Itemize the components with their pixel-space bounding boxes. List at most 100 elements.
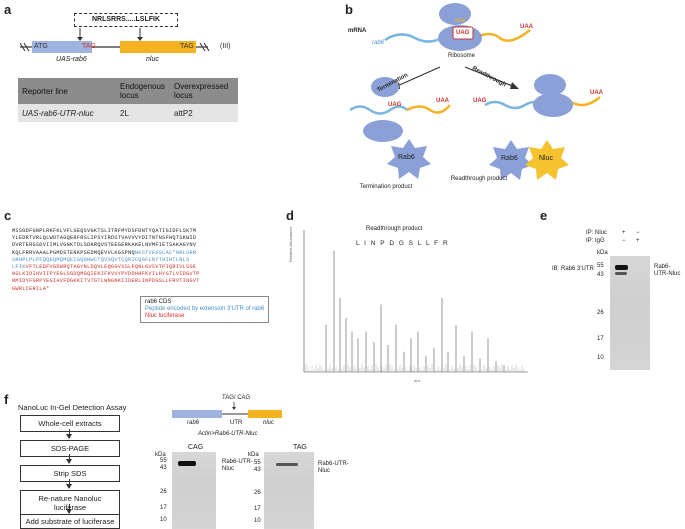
table-header: Endogenous locus: [120, 82, 165, 100]
sequence-line: SNHPLPLPFQQEQMQMQEIGQGHWCTQVSQVTCQRICQGF…: [12, 257, 274, 264]
nluc-label: nluc: [146, 56, 159, 63]
flow-step-2: SDS-PAGE: [20, 440, 120, 457]
panel-e-letter: e: [540, 208, 548, 223]
legend-item-nluc: Nluc luciferase: [145, 313, 185, 319]
marker-17-e: 17: [597, 336, 604, 342]
cag-blot: [172, 452, 216, 529]
sequence-segment-blue: NKSTVEGSCAC*NRLSRR: [134, 249, 197, 256]
sequence-segment-red: GWRLCERILA*: [12, 285, 50, 292]
secondary-band-e: [615, 272, 627, 275]
sequence-segment-red: VFTLEDFVGDWRQTAGYNLDQVLEQGGVSSLFQNLGVSVT…: [25, 264, 197, 271]
panel-c-letter: c: [4, 208, 12, 223]
rab6-band-tag: [276, 463, 298, 466]
marker-55-e: 55: [597, 263, 604, 269]
construct-nluc: nluc: [263, 420, 275, 426]
marker-26-f2: 26: [254, 490, 261, 496]
rab6-rna-label: rab6: [372, 40, 385, 46]
table-header: Overexpressed locus: [174, 82, 229, 100]
table-cell: 2L: [120, 108, 129, 118]
chromosome-label: (III): [220, 43, 231, 50]
band-label-f2: Rab6-UTR-Nluc: [318, 461, 349, 474]
panel-a-letter: a: [4, 2, 12, 17]
flow-arrow: [66, 429, 72, 439]
tag2-label: TAG: [180, 43, 194, 50]
ip-igg-label: IP: IgG: [586, 238, 605, 244]
marker-55-f2: 55: [254, 460, 261, 466]
rab6-protein-label: Rab6: [398, 154, 415, 161]
spectrum-ylabel: Relative Abundance: [288, 226, 293, 262]
ribosome-label: Ribosome: [448, 53, 476, 59]
sequence-line: GWRLCERILA*: [12, 286, 274, 293]
sequence-line: DVRTERGSDVIIMLVGNKTDLSDKRQVSTEEGERKAKELN…: [12, 242, 274, 249]
marker-55-f1: 55: [160, 458, 167, 464]
uag-left-label: UAG: [388, 102, 402, 108]
band-label-e: Rab6-UTR-Nluc: [654, 264, 681, 277]
construct-utr: UTR: [230, 420, 243, 426]
uag-top-label: UAG: [456, 30, 470, 36]
pm-1: +: [622, 230, 626, 236]
reporter-table: Reporter line Endogenous locus Overexpre…: [18, 78, 238, 122]
sequence-segment-black: MSSGDFGNPLRKFKLVFLGEQSVGKTSLITRFMYDSFDNT…: [12, 228, 197, 234]
flow-step-5: Add substrate of luciferase: [20, 514, 120, 529]
kda-label-f1: kDa: [155, 452, 166, 458]
table-cell: attP2: [174, 108, 193, 118]
panel-f-letter: f: [4, 392, 9, 407]
kda-label-e: kDa: [597, 250, 608, 256]
uag-right-label: UAG: [473, 98, 487, 104]
nluc-rna-label: nluc: [455, 18, 467, 24]
construct-diagram-a: [20, 28, 210, 53]
construct-codon-label: TAG/ CAG: [222, 395, 251, 401]
legend-item-cds: rab6 CDS: [145, 299, 172, 305]
sequence-line: YLEDRTVRLQLWDTAGQERFRSLIPSYIRDSTVAVVVYDI…: [12, 235, 274, 242]
uaa-right-label: UAA: [590, 90, 603, 96]
table-cell: UAS-rab6-UTR-nluc: [22, 108, 94, 118]
table-header-row: Reporter line Endogenous locus Overexpre…: [18, 78, 238, 104]
marker-26-e: 26: [597, 310, 604, 316]
assay-title: NanoLuc In-Gel Detection Assay: [18, 403, 127, 412]
sequence-line: LFIKVFTLEDFVGDWRQTAGYNLDQVLEQGGVSSLFQNLG…: [12, 264, 274, 271]
readthrough-product-shape: [489, 140, 569, 180]
blot1-title: CAG: [188, 444, 204, 451]
rab6-band-cag: [178, 461, 196, 466]
legend-item-utr: Peptide encoded by extension 3'UTR of ra…: [145, 306, 265, 312]
motif-box: NRLSRRS.....LSLFIK: [74, 13, 178, 27]
marker-17-f2: 17: [254, 506, 261, 512]
flow-arrow: [66, 479, 72, 489]
sequence-segment-black: DVRTERGSDVIIMLVGNKTDLSDKRQVSTEEGERKAKELN…: [12, 242, 197, 249]
pm-3: −: [622, 238, 626, 244]
sequence-segment-blue: LFIK: [12, 264, 26, 271]
spectrum-xlabel: m/z: [414, 378, 421, 383]
rab6-product-shape: [387, 139, 431, 179]
ip-nluc-label: IP: Nluc: [586, 230, 608, 236]
marker-43-f1: 43: [160, 465, 167, 471]
panel-d-letter: d: [286, 208, 294, 223]
blot2-title: TAG: [293, 444, 307, 451]
marker-26-f1: 26: [160, 489, 167, 495]
pm-4: +: [636, 238, 640, 244]
ib-label: IB: Rab6 3'UTR: [552, 266, 594, 272]
flow-step-3: Strip SDS: [20, 465, 120, 482]
marker-10-f2: 10: [254, 518, 261, 524]
tag1-label: TAG: [82, 43, 96, 50]
sequence-segment-red: NMIDYFGRPYEGIAVFDGKKITVTGTLWNGNKIIDERLIN…: [12, 278, 200, 285]
termination-product-label: Termination product: [359, 184, 413, 190]
flow-step-1: Whole-cell extracts: [20, 415, 120, 432]
table-row: UAS-rab6-UTR-nluc 2L attP2: [18, 104, 238, 122]
ms-spectrum: [303, 230, 528, 373]
spectrum-title: Readthrough product: [366, 226, 423, 232]
sequence-segment-blue: SNHPLPLPFQQEQMQMQEIGQGHWCTQVSQVTCQRICQGF…: [12, 256, 190, 263]
ribosome-diagram-bottom: [349, 66, 601, 142]
mrna-label: mRNA: [348, 28, 367, 34]
ribosome-diagram-top: [384, 3, 531, 51]
sequence-line: MSSGDFGNPLRKFKLVFLGEQSVGKTSLITRFMYDSFDNT…: [12, 228, 274, 235]
band-label-f1: Rab6-UTR-Nluc: [222, 459, 253, 472]
tag-blot: [264, 452, 314, 529]
protein-sequence: MSSGDFGNPLRKFKLVFLGEQSVGKTSLITRFMYDSFDNT…: [12, 228, 274, 293]
motif-text: NRLSRRS.....LSLFIK: [91, 16, 161, 23]
kda-label-f2: kDa: [248, 452, 259, 458]
construct-diagram-f: [172, 402, 282, 418]
nluc-protein-label: Nluc: [539, 155, 554, 162]
peptide-sequence: L I N P D G S L L F R: [356, 240, 450, 247]
marker-43-e: 43: [597, 272, 604, 278]
rab6-protein-label-2: Rab6: [501, 155, 518, 162]
